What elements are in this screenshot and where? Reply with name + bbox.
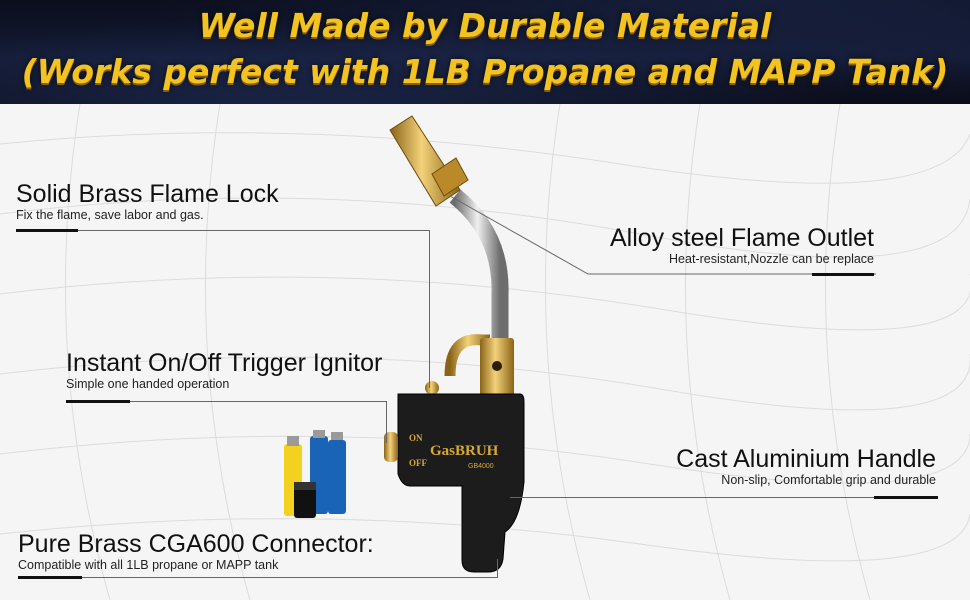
connector-line — [18, 577, 498, 578]
handle-title: Cast Aluminium Handle — [676, 445, 936, 473]
flame-lock-bar — [16, 229, 78, 232]
brass-nozzle — [389, 115, 469, 207]
model-label: GB4000 — [468, 463, 494, 470]
flame-lock-subtitle: Fix the flame, save labor and gas. — [16, 208, 204, 222]
product-area: ON OFF GasBRUH GB4000 Solid Brass Flame … — [0, 104, 970, 600]
flame-outlet-tube — [449, 189, 509, 354]
connector-bar — [18, 576, 82, 579]
background-grid — [0, 104, 970, 600]
handle-line — [510, 497, 938, 498]
flame-outlet-line — [449, 195, 876, 275]
gas-tanks-image — [284, 430, 346, 518]
flame-lock-callout: Solid Brass Flame Lock Fix the flame, sa… — [16, 180, 279, 223]
trigger-button — [384, 432, 398, 462]
trigger-callout: Instant On/Off Trigger Ignitor Simple on… — [66, 349, 382, 392]
connector-callout: Pure Brass CGA600 Connector: Compatible … — [18, 530, 374, 573]
headline-sub: (Works perfect with 1LB Propane and MAPP… — [21, 52, 949, 91]
handle-callout: Cast Aluminium Handle Non-slip, Comforta… — [676, 445, 936, 488]
flame-outlet-subtitle: Heat-resistant,Nozzle can be replace — [669, 252, 874, 266]
cast-handle — [397, 393, 525, 573]
flame-outlet-callout: Alloy steel Flame Outlet Heat-resistant,… — [610, 224, 874, 267]
brand-label: GasBRUH — [430, 443, 499, 459]
connector-title: Pure Brass CGA600 Connector: — [18, 530, 374, 558]
flame-lock-knob — [425, 381, 439, 395]
trigger-line-drop — [386, 401, 387, 443]
flame-outlet-title: Alloy steel Flame Outlet — [610, 224, 874, 252]
flame-outlet-bar — [812, 273, 874, 276]
trigger-title: Instant On/Off Trigger Ignitor — [66, 349, 383, 377]
headline-main: Well Made by Durable Material — [198, 6, 772, 45]
handle-subtitle: Non-slip, Comfortable grip and durable — [721, 473, 936, 487]
trigger-line — [66, 401, 386, 402]
flame-lock-line — [16, 230, 430, 231]
handle-bar — [874, 496, 938, 499]
banner-glow — [0, 0, 970, 104]
connector-subtitle: Compatible with all 1LB propane or MAPP … — [18, 558, 279, 572]
on-label: ON — [409, 433, 423, 443]
flame-lock-line-drop — [429, 230, 430, 388]
trigger-subtitle: Simple one handed operation — [66, 377, 230, 391]
off-label: OFF — [409, 458, 427, 468]
flame-lock-title: Solid Brass Flame Lock — [16, 180, 279, 208]
trigger-bar — [66, 400, 130, 403]
torch-image: ON OFF GasBRUH GB4000 — [384, 115, 525, 573]
header-banner: Well Made by Durable Material (Works per… — [0, 0, 970, 104]
connector-line-rise — [497, 559, 498, 577]
